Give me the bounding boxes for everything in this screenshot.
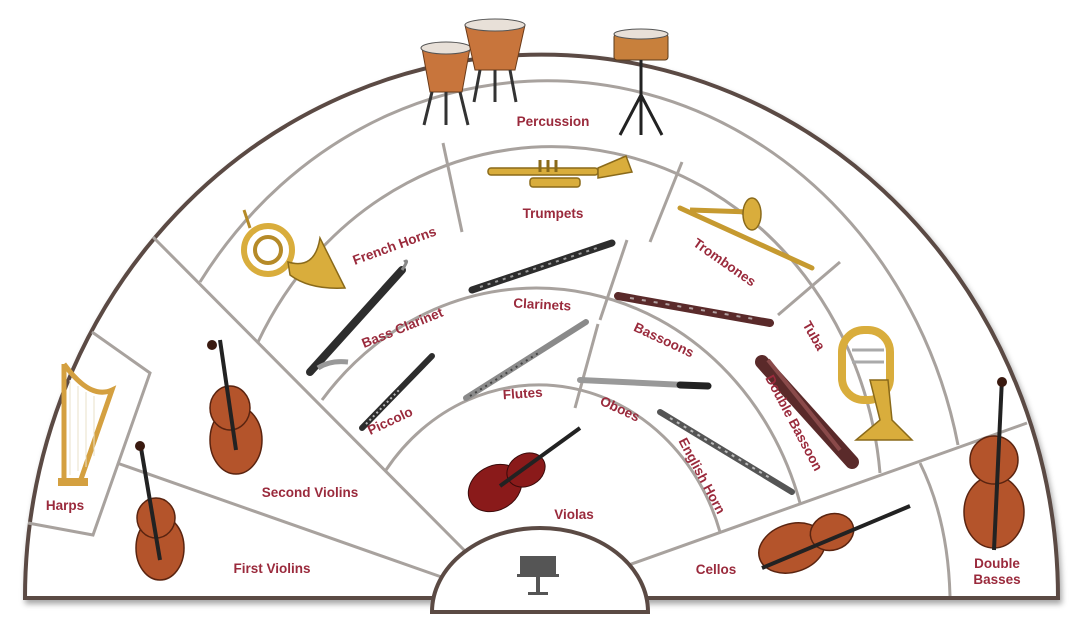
- stage-outline: [22, 52, 1061, 600]
- section-dividers: [27, 79, 1028, 597]
- label-cellos: Cellos: [696, 562, 737, 577]
- trumpet-icon: [487, 155, 634, 188]
- harp-icon: [58, 362, 117, 486]
- label-trumpets: Trumpets: [523, 206, 584, 221]
- double-bass-icon: [963, 377, 1025, 551]
- violin-icon: [135, 441, 185, 581]
- label-double-basses-2: Basses: [973, 572, 1020, 587]
- piccolo-icon: [359, 353, 435, 431]
- bassoon-icon: [614, 292, 774, 327]
- tuba-icon: [838, 326, 914, 441]
- label-second-violins: Second Violins: [262, 485, 359, 500]
- label-violas: Violas: [554, 507, 594, 522]
- label-double-basses-1: Double: [974, 556, 1020, 571]
- cello-icon: [758, 504, 911, 574]
- double-bassoon-icon: [755, 355, 859, 469]
- bass-clarinet-icon: [306, 259, 409, 376]
- label-first-violins: First Violins: [233, 561, 310, 576]
- viola-icon: [467, 426, 582, 513]
- flute-icon: [463, 319, 589, 401]
- violin-icon: [207, 339, 263, 475]
- label-percussion: Percussion: [517, 114, 590, 129]
- french-horn-icon: [241, 209, 347, 289]
- label-harps: Harps: [46, 498, 84, 513]
- label-clarinets: Clarinets: [513, 296, 571, 314]
- timpani-icon: [420, 18, 526, 126]
- clarinet-icon: [468, 239, 616, 294]
- oboe-icon: [577, 377, 712, 390]
- trombone-icon: [677, 197, 815, 271]
- english-horn-icon: [657, 409, 795, 495]
- snare-drum-icon: [613, 28, 669, 136]
- label-flutes: Flutes: [502, 385, 543, 403]
- conductor-stand-icon: [517, 556, 559, 595]
